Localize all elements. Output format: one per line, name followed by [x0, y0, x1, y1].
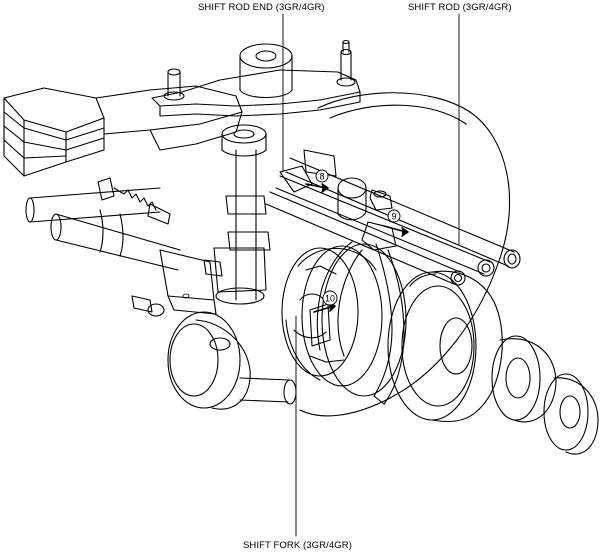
- shift-rod-label: SHIFT ROD (3GR/4GR): [408, 2, 512, 13]
- output-gears: [491, 335, 599, 455]
- detent-spring-bolt: [97, 177, 171, 225]
- top-bracket: [151, 39, 361, 117]
- shift-rod-end-label: SHIFT ROD END (3GR/4GR): [198, 2, 325, 13]
- bottom-left-gear: [167, 311, 297, 410]
- shift-fork-label: SHIFT FORK (3GR/4GR): [243, 540, 352, 551]
- step-arrows: [305, 183, 409, 313]
- central-shift-rod: [213, 149, 271, 305]
- step-8-marker: 8: [315, 169, 329, 183]
- lower-bracket: [131, 249, 223, 317]
- shift-rod-end-assembly: [279, 149, 393, 221]
- synchronizer-rings: [281, 243, 407, 397]
- leader-lines: [282, 13, 460, 537]
- step-10-number: 10: [325, 294, 335, 304]
- left-shafts: [25, 187, 181, 271]
- step-9-number: 9: [391, 212, 396, 222]
- selector-plate: [3, 85, 243, 177]
- gear-housing: [299, 92, 511, 417]
- step-10-marker: 10: [322, 290, 338, 306]
- shift-rod-end-cylinder: [221, 43, 293, 157]
- step-8-number: 8: [319, 172, 324, 182]
- right-gear-stack: [387, 270, 503, 423]
- step-9-marker: 9: [387, 209, 401, 223]
